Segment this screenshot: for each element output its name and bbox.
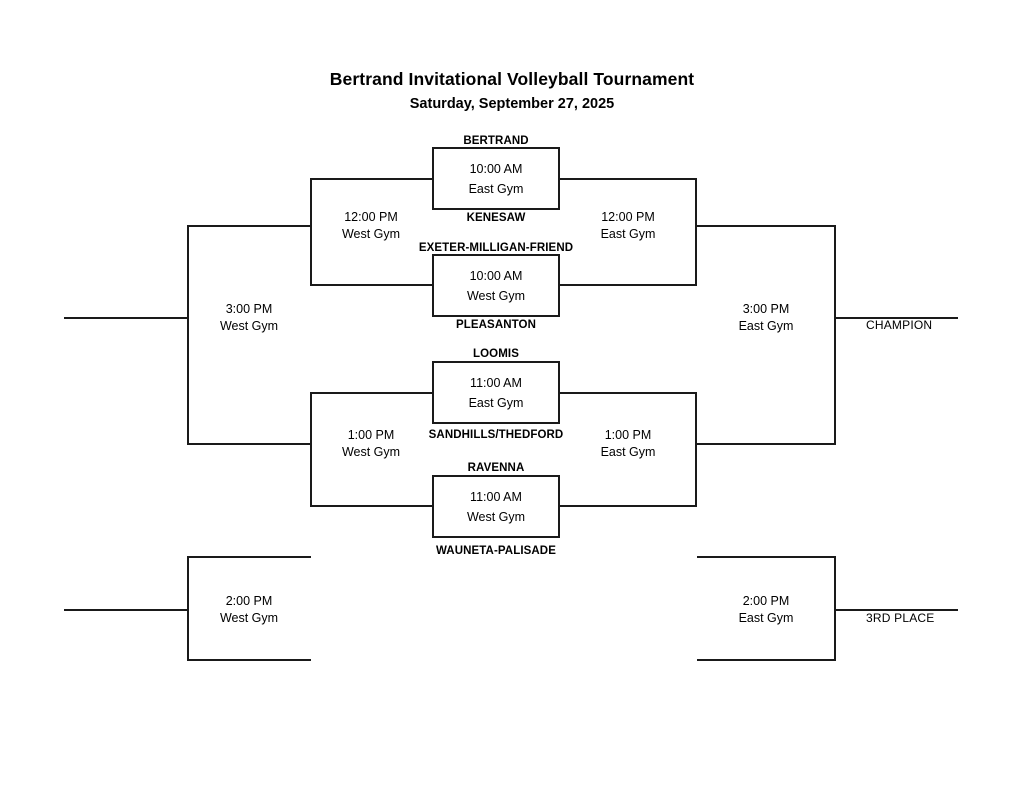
semi-right-upper-bottom-line (558, 284, 697, 286)
final-left-top-line (187, 225, 311, 227)
final-right-info: 3:00 PM East Gym (706, 301, 826, 335)
semi-left-lower-bottom-line (310, 505, 434, 507)
game-1-time: 10:00 AM (469, 161, 523, 176)
final-left-feed-line (64, 317, 188, 319)
consolation-right-info: 2:00 PM East Gym (706, 593, 826, 627)
game-2-venue: West Gym (466, 288, 526, 303)
team-label-loomis: LOOMIS (473, 348, 519, 360)
semi-right-lower-info: 1:00 PM East Gym (568, 427, 688, 461)
semi-left-upper-vertical (310, 178, 312, 286)
team-label-ravenna: RAVENNA (467, 462, 525, 474)
semi-right-lower-bottom-line (558, 505, 697, 507)
final-left-time: 3:00 PM (225, 302, 273, 316)
semi-left-upper-info: 12:00 PM West Gym (311, 209, 431, 243)
final-left-bottom-line (187, 443, 311, 445)
semi-right-upper-vertical (695, 178, 697, 286)
final-right-bottom-line (697, 443, 836, 445)
team-label-sandhills-thedford: SANDHILLS/THEDFORD (428, 429, 564, 441)
semi-left-upper-bottom-line (310, 284, 434, 286)
semi-left-lower-vertical (310, 392, 312, 507)
semi-left-upper-time: 12:00 PM (344, 210, 398, 224)
team-label-pleasanton: PLEASANTON (455, 319, 537, 331)
game-box-1[interactable]: 10:00 AM East Gym (432, 147, 560, 210)
semi-right-upper-venue: East Gym (600, 227, 656, 241)
final-right-vertical (834, 225, 836, 445)
consolation-left-bottom-line (187, 659, 311, 661)
team-label-exeter-milligan-friend: EXETER-MILLIGAN-FRIEND (418, 242, 574, 254)
semi-left-lower-venue: West Gym (341, 445, 401, 459)
team-label-bertrand: BERTRAND (463, 135, 529, 147)
team-label-kenesaw: KENESAW (466, 212, 526, 224)
game-4-venue: West Gym (466, 509, 526, 524)
champion-line (834, 317, 958, 319)
game-box-4[interactable]: 11:00 AM West Gym (432, 475, 560, 538)
page-title: Bertrand Invitational Volleyball Tournam… (329, 69, 695, 89)
game-box-2[interactable]: 10:00 AM West Gym (432, 254, 560, 317)
consolation-left-top-line (187, 556, 311, 558)
semi-right-upper-time: 12:00 PM (601, 210, 655, 224)
semi-left-lower-time: 1:00 PM (347, 428, 395, 442)
semi-left-lower-info: 1:00 PM West Gym (311, 427, 431, 461)
title-block: Bertrand Invitational Volleyball Tournam… (0, 68, 1024, 115)
final-right-venue: East Gym (738, 319, 794, 333)
consolation-left-vertical (187, 556, 189, 661)
consolation-right-vertical (834, 556, 836, 661)
consolation-right-bottom-line (697, 659, 836, 661)
game-4-time: 11:00 AM (470, 489, 522, 504)
game-3-venue: East Gym (468, 395, 524, 410)
semi-left-upper-top-line (310, 178, 434, 180)
semi-right-upper-top-line (558, 178, 697, 180)
consolation-left-time: 2:00 PM (225, 594, 273, 608)
game-box-3[interactable]: 11:00 AM East Gym (432, 361, 560, 424)
game-3-time: 11:00 AM (470, 375, 522, 390)
champion-label: CHAMPION (866, 318, 933, 332)
third-place-line (834, 609, 958, 611)
final-right-top-line (697, 225, 836, 227)
semi-right-lower-top-line (558, 392, 697, 394)
semi-right-lower-vertical (695, 392, 697, 507)
consolation-right-venue: East Gym (738, 611, 794, 625)
page-subtitle-date: Saturday, September 27, 2025 (409, 96, 615, 112)
third-place-label: 3RD PLACE (866, 611, 935, 625)
consolation-left-info: 2:00 PM West Gym (189, 593, 309, 627)
consolation-right-top-line (697, 556, 836, 558)
game-2-time: 10:00 AM (469, 268, 523, 283)
semi-right-upper-info: 12:00 PM East Gym (568, 209, 688, 243)
consolation-left-feed-line (64, 609, 188, 611)
final-left-vertical (187, 225, 189, 445)
semi-right-lower-venue: East Gym (600, 445, 656, 459)
final-left-venue: West Gym (219, 319, 279, 333)
semi-left-upper-venue: West Gym (341, 227, 401, 241)
final-left-info: 3:00 PM West Gym (189, 301, 309, 335)
semi-right-lower-time: 1:00 PM (604, 428, 652, 442)
game-1-venue: East Gym (468, 181, 524, 196)
consolation-left-venue: West Gym (219, 611, 279, 625)
final-right-time: 3:00 PM (742, 302, 790, 316)
team-label-wauneta-palisade: WAUNETA-PALISADE (435, 545, 556, 557)
semi-left-lower-top-line (310, 392, 434, 394)
consolation-right-time: 2:00 PM (742, 594, 790, 608)
